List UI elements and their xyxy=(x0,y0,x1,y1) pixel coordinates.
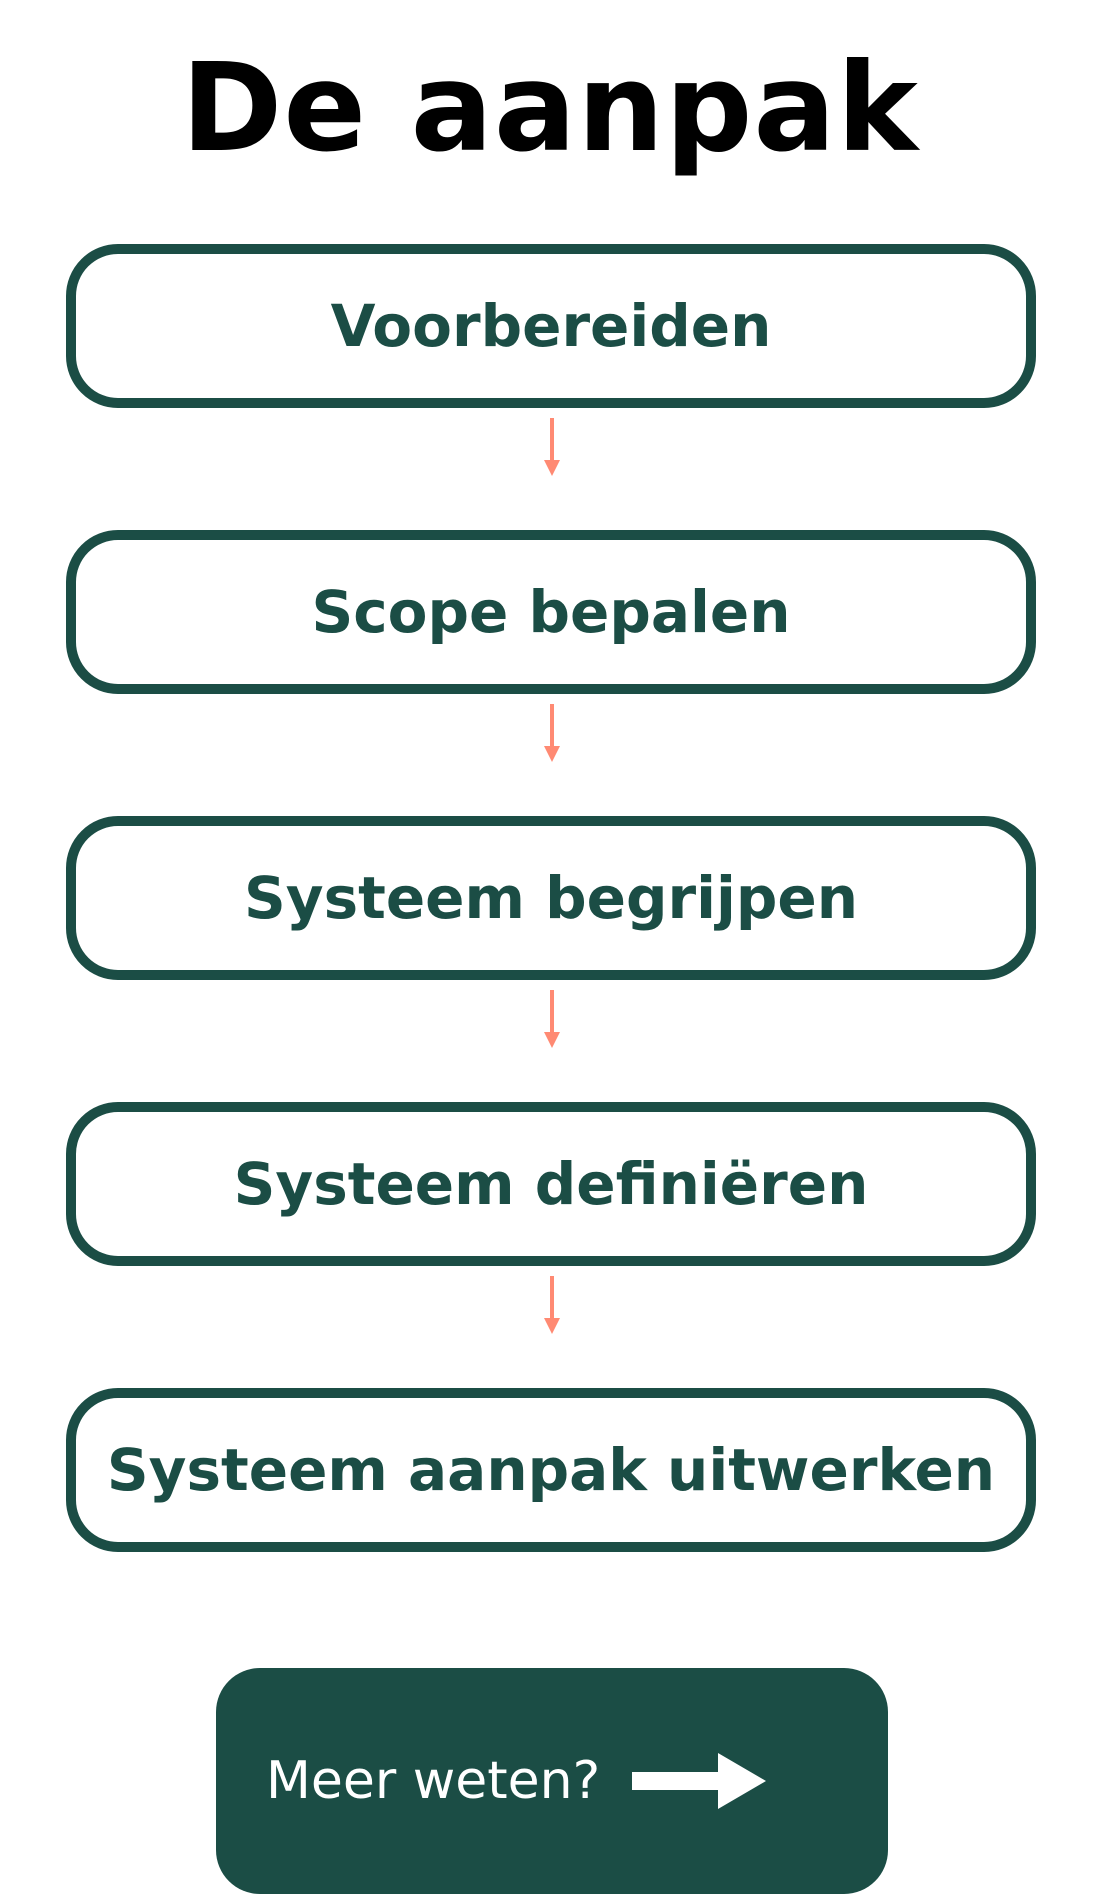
step-label: Systeem aanpak uitwerken xyxy=(106,1436,996,1504)
step-systeem-aanpak-uitwerken[interactable]: Systeem aanpak uitwerken xyxy=(66,1388,1036,1552)
cta-label: Meer weten? xyxy=(266,1751,601,1811)
step-systeem-definieren[interactable]: Systeem definiëren xyxy=(66,1102,1036,1266)
step-label: Systeem begrijpen xyxy=(243,864,858,932)
step-label: Voorbereiden xyxy=(330,292,772,360)
step-voorbereiden[interactable]: Voorbereiden xyxy=(66,244,1036,408)
page-title: De aanpak xyxy=(181,37,919,179)
arrow-right-icon xyxy=(632,1753,767,1809)
meer-weten-button[interactable]: Meer weten? xyxy=(216,1668,888,1894)
step-label: Systeem definiëren xyxy=(233,1150,869,1218)
step-label: Scope bepalen xyxy=(311,578,791,646)
step-systeem-begrijpen[interactable]: Systeem begrijpen xyxy=(66,816,1036,980)
step-scope-bepalen[interactable]: Scope bepalen xyxy=(66,530,1036,694)
arrow-down-icon xyxy=(544,990,560,1048)
arrow-down-icon xyxy=(544,1276,560,1334)
arrow-down-icon xyxy=(544,704,560,762)
arrow-down-icon xyxy=(544,418,560,476)
